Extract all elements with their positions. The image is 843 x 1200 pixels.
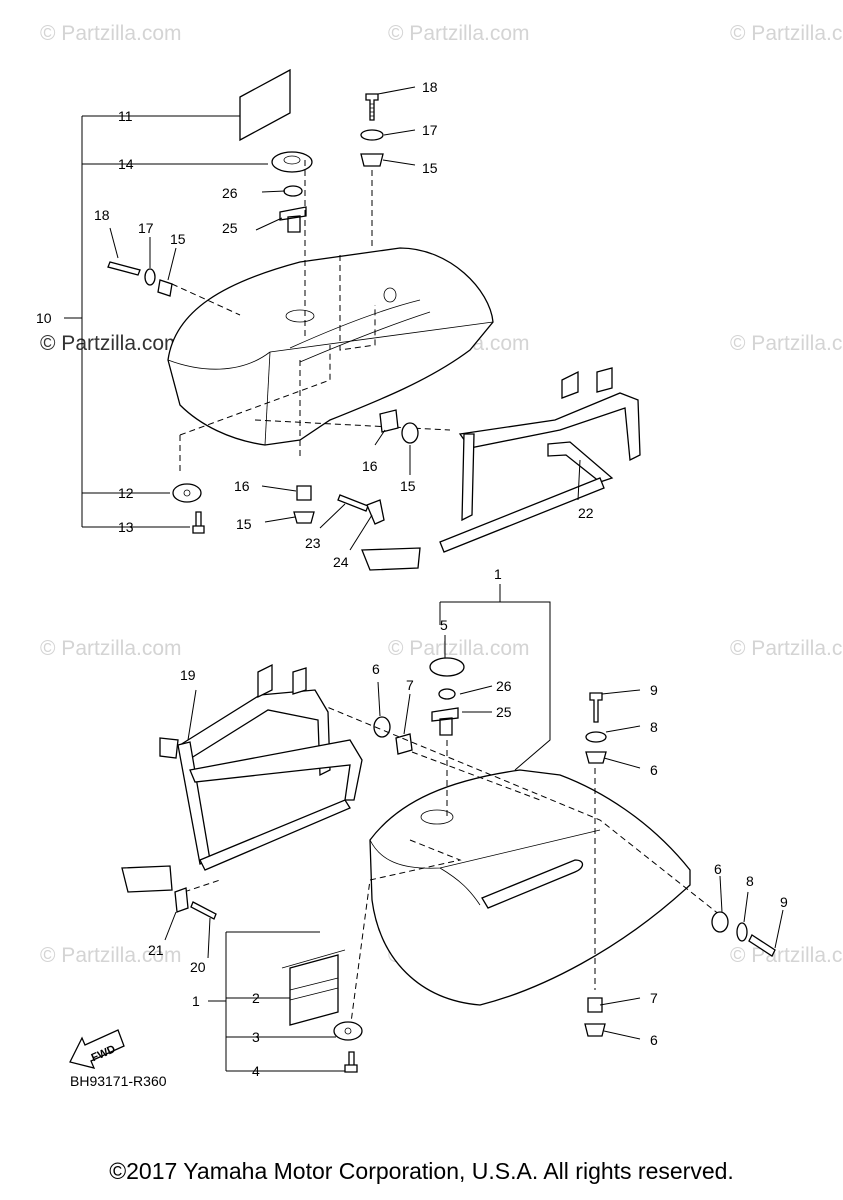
watermark-text: © Partzilla.com (40, 22, 182, 45)
watermark-text: © Partzilla.com (730, 22, 843, 45)
callout-7: 7 (650, 990, 658, 1006)
mount-plate (172, 483, 202, 503)
callout-12: 12 (118, 485, 134, 501)
callout-1: 1 (192, 993, 200, 1009)
callout-16: 16 (234, 478, 250, 494)
callout-13: 13 (118, 519, 134, 535)
diagram-code: BH93171-R360 (70, 1073, 167, 1089)
callout-21: 21 (148, 942, 164, 958)
decal (239, 68, 291, 142)
lock-cylinder (279, 206, 307, 233)
lock-cap (271, 151, 313, 173)
callout-18: 18 (94, 207, 110, 223)
callout-15: 15 (170, 231, 186, 247)
frame-bracket (179, 689, 331, 777)
callout-5: 5 (440, 617, 448, 633)
callout-25: 25 (496, 704, 512, 720)
callout-11: 11 (118, 108, 133, 124)
forward-arrow-icon: FWD (69, 1029, 125, 1069)
watermark-text: © Partzilla.com (730, 332, 843, 355)
callout-6: 6 (372, 661, 380, 677)
lock-cap (429, 657, 465, 677)
watermark-text: © Partzilla.com (388, 22, 530, 45)
callout-24: 24 (333, 554, 349, 570)
copyright-notice: ©2017 Yamaha Motor Corporation, U.S.A. A… (109, 1158, 734, 1184)
watermark-text: © Partzilla.com (730, 944, 843, 967)
callout-18: 18 (422, 79, 438, 95)
callout-23: 23 (305, 535, 321, 551)
callout-2: 2 (252, 990, 260, 1006)
callout-8: 8 (746, 873, 754, 889)
callout-6: 6 (650, 1032, 658, 1048)
callout-15: 15 (400, 478, 416, 494)
callout-19: 19 (180, 667, 196, 683)
callout-17: 17 (422, 122, 438, 138)
callout-15: 15 (236, 516, 252, 532)
callout-4: 4 (252, 1063, 260, 1079)
callout-9: 9 (780, 894, 788, 910)
callout-1: 1 (494, 566, 502, 582)
watermark-text: © Partzilla.com (40, 332, 182, 355)
callout-25: 25 (222, 220, 238, 236)
callout-6: 6 (714, 861, 722, 877)
washer (283, 185, 303, 197)
watermark-text: © Partzilla.com (730, 637, 843, 660)
callout-20: 20 (190, 959, 206, 975)
callout-14: 14 (118, 156, 134, 172)
callout-26: 26 (222, 185, 238, 201)
callout-8: 8 (650, 719, 658, 735)
callout-16: 16 (362, 458, 378, 474)
callout-7: 7 (406, 677, 414, 693)
callout-9: 9 (650, 682, 658, 698)
callout-3: 3 (252, 1029, 260, 1045)
bottom-saddlebag-assembly (121, 584, 776, 1073)
callout-17: 17 (138, 220, 154, 236)
frame-bracket (458, 392, 641, 462)
callout-26: 26 (496, 678, 512, 694)
top-saddlebag-assembly (64, 68, 641, 571)
watermark-text: © Partzilla.com (388, 637, 530, 660)
watermark-text: © Partzilla.com (40, 637, 182, 660)
watermark-text: © Partzilla.com (40, 944, 182, 967)
callout-10: 10 (36, 310, 52, 326)
callout-6: 6 (650, 762, 658, 778)
callout-15: 15 (422, 160, 438, 176)
callout-22: 22 (578, 505, 594, 521)
callout-labels: 18 17 15 11 14 26 25 18 17 15 10 16 15 1… (36, 79, 788, 1079)
leader-lines (109, 86, 784, 1040)
